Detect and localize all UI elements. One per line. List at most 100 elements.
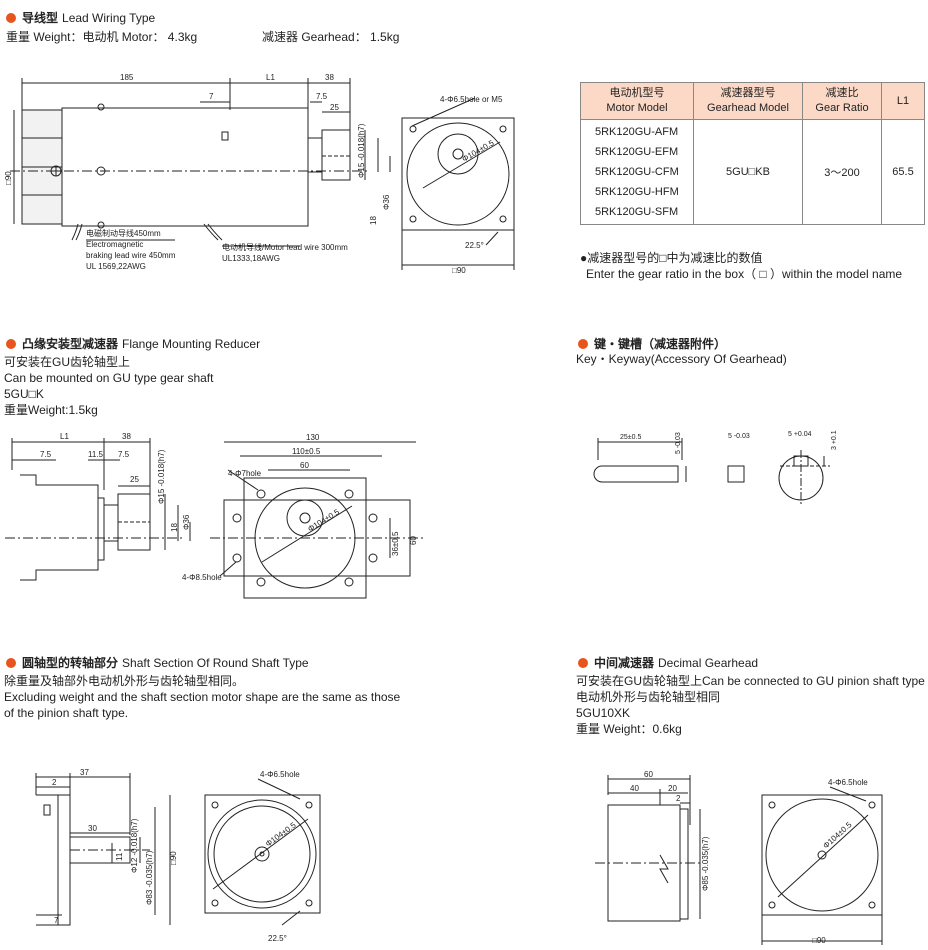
dim-60: 60 xyxy=(644,770,653,779)
motor-model: 5RK120GU-EFM xyxy=(595,146,679,158)
dim-30: 30 xyxy=(88,824,97,833)
dim-phi-83: Φ83 -0.035(h7) xyxy=(145,850,154,905)
dim-phi-36: Φ36 xyxy=(182,514,191,530)
section-title-cn: 中间减速器 xyxy=(594,656,655,670)
flange-description: 可安装在GU齿轮轴型上 Can be mounted on GU type ge… xyxy=(4,354,213,418)
dim-pcd: Φ104±0.5 xyxy=(306,507,341,534)
desc-line: 电动机外形与齿轮轴型相同 xyxy=(576,690,721,704)
dim-angle: 22.5° xyxy=(465,241,484,250)
dim-square-90: □90 xyxy=(169,851,178,865)
section-title-cn: 键・键槽（减速器附件） xyxy=(594,337,727,351)
dim-7-5: 7.5 xyxy=(40,450,52,459)
dim-hole: 4-Φ6.5hole xyxy=(828,778,868,787)
brake-wire-label-3: UL 1569,22AWG xyxy=(86,262,146,271)
dim-shaft-15: Φ15 -0.018(h7) xyxy=(357,123,366,178)
table-note-cn: ●减速器型号的□中为减速比的数值 xyxy=(580,251,763,265)
dim-phi-85: Φ85 -0.035(h7) xyxy=(701,836,710,891)
dim-square-90: □90 xyxy=(4,171,13,185)
section-header-round-shaft: 圆轴型的转轴部分 Shaft Section Of Round Shaft Ty… xyxy=(6,654,309,671)
dim-square-90-front: □90 xyxy=(452,266,466,275)
section-title-en: Decimal Gearhead xyxy=(658,655,759,670)
flange-drawing: L1 38 7.5 11.5 7.5 25 Φ15 -0.018(h7) Φ36… xyxy=(5,432,425,599)
dim-hole-8-5: 4-Φ8.5hole xyxy=(182,573,222,582)
motor-lead-spec: UL1333,18AWG xyxy=(222,254,280,263)
round-shaft-drawing: 37 2 30 11 7 Φ12 -0.018(h7) Φ83 -0.035(h… xyxy=(35,768,321,943)
brake-wire-label-1: Electromagnetic xyxy=(86,240,143,249)
table-note-en: Enter the gear ratio in the box（ □ ）with… xyxy=(586,267,903,281)
dim-36-tol: 36±0.5 xyxy=(391,531,400,556)
dim-25: 25 xyxy=(330,103,339,112)
key-drawing: 25±0.5 5 -0.03 5 -0.03 5 +0.04 3 +0.1 xyxy=(593,430,838,506)
gearhead-model: 5GU□KB xyxy=(693,119,803,225)
round-shaft-description: 除重量及轴部外电动机外形与齿轮轴型相同。 Excluding weight an… xyxy=(4,673,400,721)
dim-key-25: 25±0.5 xyxy=(620,434,641,441)
dim-angle: 22.5° xyxy=(268,934,287,943)
dim-7: 7 xyxy=(54,916,59,925)
brake-wire-label-2: braking lead wire 450mm xyxy=(86,251,176,260)
desc-line: 可安装在GU齿轮轴型上Can be connected to GU pinion… xyxy=(576,674,925,688)
dim-2: 2 xyxy=(52,778,57,787)
dim-60b: 60 xyxy=(409,536,418,545)
gearhead-weight: 减速器 Gearhead： 1.5kg xyxy=(262,30,400,44)
dim-7-5: 7.5 xyxy=(316,92,328,101)
section-title-en: Lead Wiring Type xyxy=(62,10,156,25)
dim-18: 18 xyxy=(369,216,378,225)
section-header-key: 键・键槽（减速器附件） xyxy=(578,335,730,352)
motor-model-list: 5RK120GU-AFM 5RK120GU-EFM 5RK120GU-CFM 5… xyxy=(580,119,694,225)
brake-wire-label-cn: 电磁制动导线450mm xyxy=(86,228,161,238)
dim-l1: L1 xyxy=(266,73,275,82)
motor-lead-label: 电动机导线/Motor lead wire 300mm xyxy=(222,242,348,252)
dim-keyway-3: 3 +0.1 xyxy=(831,430,838,450)
header-l1: L1 xyxy=(881,82,925,120)
section-title-cn: 凸缘安装型减速器 xyxy=(22,337,119,351)
dim-20: 20 xyxy=(668,784,677,793)
dim-key-5a: 5 -0.03 xyxy=(675,432,682,454)
dim-60: 60 xyxy=(300,461,309,470)
decimal-description: 可安装在GU齿轮轴型上Can be connected to GU pinion… xyxy=(576,673,925,737)
section-title-en: Shaft Section Of Round Shaft Type xyxy=(122,655,309,670)
dim-hole-7: 4-Φ7hole xyxy=(228,469,262,478)
dim-11-5: 11.5 xyxy=(88,450,104,459)
section-header-lead-wiring: 导线型 Lead Wiring Type xyxy=(6,9,155,26)
key-subtitle: Key・Keyway(Accessory Of Gearhead) xyxy=(576,352,787,366)
dim-11: 11 xyxy=(115,852,124,861)
dim-phi-36: Φ36 xyxy=(382,194,391,210)
desc-line: of the pinion shaft type. xyxy=(4,706,129,720)
desc-line: 5GU□K xyxy=(4,387,44,401)
dim-38: 38 xyxy=(122,432,131,441)
desc-line: Excluding weight and the shaft section m… xyxy=(4,690,401,704)
dim-7-5b: 7.5 xyxy=(118,450,130,459)
dim-7: 7 xyxy=(209,92,214,101)
dim-keyway-5: 5 +0.04 xyxy=(788,431,812,438)
dim-square-90: □90 xyxy=(812,936,826,945)
bullet-icon xyxy=(6,338,16,349)
desc-line: 可安装在GU齿轮轴型上 xyxy=(4,355,131,369)
bullet-icon xyxy=(578,657,588,668)
motor-model: 5RK120GU-CFM xyxy=(595,166,679,178)
section-title-cn: 圆轴型的转轴部分 xyxy=(22,656,119,670)
dim-l1: L1 xyxy=(60,432,69,441)
l1-value: 65.5 xyxy=(881,119,925,225)
bullet-icon xyxy=(6,12,16,23)
dim-key-5b: 5 -0.03 xyxy=(728,433,750,440)
dim-37: 37 xyxy=(80,768,89,777)
bullet-icon xyxy=(578,338,588,349)
dim-shaft-12: Φ12 -0.018(h7) xyxy=(130,818,139,873)
section-title-en: Flange Mounting Reducer xyxy=(122,336,261,351)
dim-110: 110±0.5 xyxy=(292,447,321,456)
motor-weight: 重量 Weight：电动机 Motor： 4.3kg xyxy=(6,30,198,44)
dim-hole: 4-Φ6.5hole xyxy=(260,770,300,779)
desc-line: 重量Weight:1.5kg xyxy=(4,403,98,417)
desc-line: Can be mounted on GU type gear shaft xyxy=(4,371,214,385)
dim-pcd: Φ104±0.5 xyxy=(461,138,496,164)
dim-shaft-15: Φ15 -0.018(h7) xyxy=(157,449,166,504)
desc-line: 5GU10XK xyxy=(576,706,631,720)
dim-185: 185 xyxy=(120,73,134,82)
desc-line: 重量 Weight：0.6kg xyxy=(576,722,682,736)
dim-25: 25 xyxy=(130,475,139,484)
desc-line: 除重量及轴部外电动机外形与齿轮轴型相同。 xyxy=(4,674,245,688)
